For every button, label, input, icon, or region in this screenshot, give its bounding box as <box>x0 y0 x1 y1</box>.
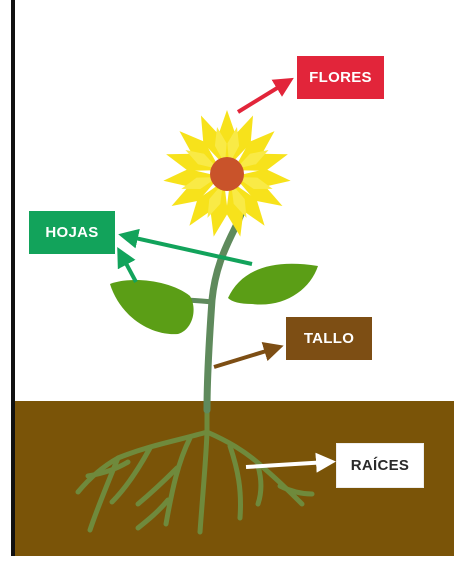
bottom-margin <box>11 556 454 567</box>
arrow-hojas-leaf <box>121 254 136 282</box>
label-hojas: HOJAS <box>29 211 115 254</box>
label-flores: FLORES <box>297 56 384 99</box>
leaf-left <box>110 280 194 334</box>
arrow-to-hojas <box>126 236 252 264</box>
sunflower-flower <box>162 110 291 238</box>
flower-center <box>210 157 244 191</box>
label-tallo: TALLO <box>286 317 372 360</box>
arrow-to-tallo <box>214 348 276 367</box>
arrow-to-flores <box>238 82 287 112</box>
leaf-right <box>228 264 318 305</box>
label-raices: RAÍCES <box>337 444 423 487</box>
